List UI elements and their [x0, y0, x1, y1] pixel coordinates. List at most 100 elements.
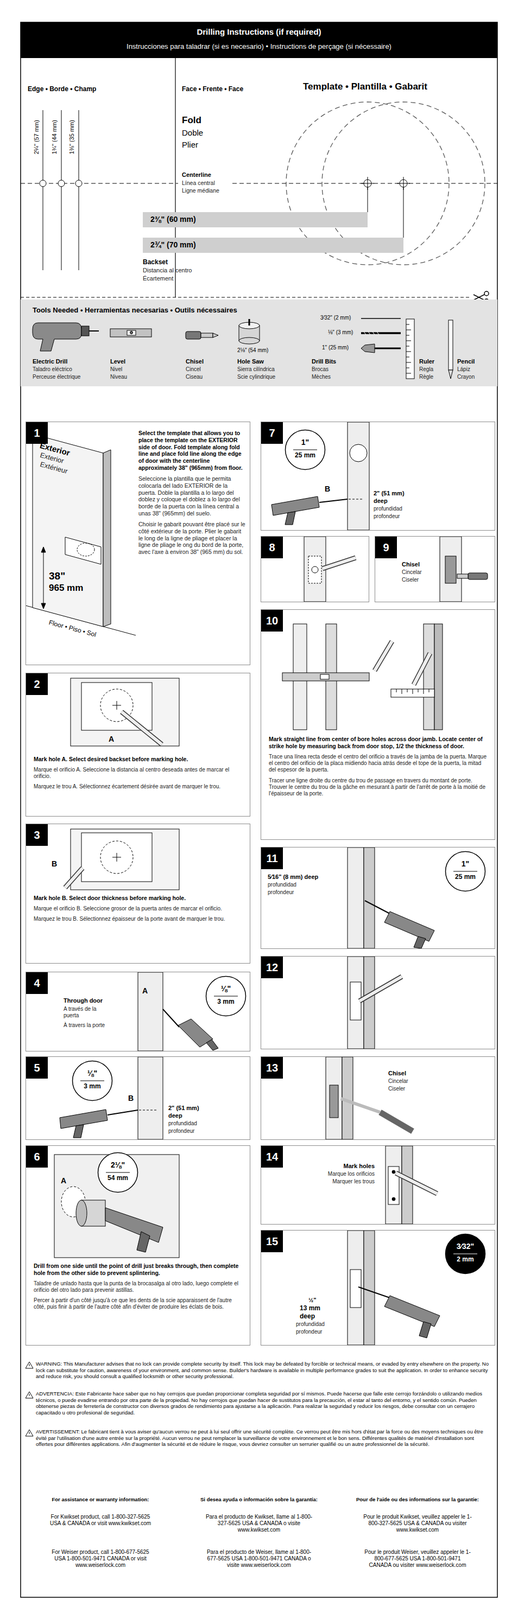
dimension-text: 1¾" (44 mm) — [50, 119, 58, 155]
drawn-part — [130, 331, 134, 335]
drawn-part — [468, 573, 488, 580]
drawn-part — [384, 1296, 440, 1328]
drawn-part — [127, 330, 136, 336]
step-number: 12 — [261, 957, 283, 979]
label-text: Mèches — [311, 374, 331, 381]
label-text: Sierra cilíndrica — [237, 366, 275, 374]
drawn-part — [32, 434, 104, 628]
step-panel: 13 — [260, 1057, 496, 1141]
hole-saw-icon — [238, 319, 260, 345]
drawn-part — [200, 333, 213, 338]
step-number: 10 — [261, 610, 283, 633]
dimension-text: 38" — [48, 570, 66, 583]
dimension-text: 2⅜" (60 mm) — [150, 215, 197, 225]
circle-shape — [206, 977, 246, 1017]
tool-name: Chisel — [185, 358, 204, 366]
drawn-part — [473, 294, 485, 301]
label-text: Marquer les trous — [282, 1179, 375, 1186]
label-text: A través de la puerta — [63, 1006, 107, 1020]
dimension-text: ⅛" — [71, 1069, 113, 1079]
step-text: Drill from one side until the point of d… — [33, 1263, 244, 1278]
label-text: deep — [373, 497, 388, 505]
drawn-part — [380, 1113, 413, 1133]
subtitle: Instrucciones para taladrar (si es neces… — [20, 42, 498, 52]
contact-text: For Kwikset product, call 1-800-327-5625… — [46, 1514, 155, 1528]
drawn-part — [484, 291, 489, 296]
dimension-text: 2⅛" (54 mm) — [237, 347, 269, 355]
step-text: Select the template that allows you to p… — [138, 430, 246, 472]
drill-bit-icons — [361, 318, 401, 353]
drawn-part — [325, 1057, 343, 1141]
step-panel: 4⅛"3 mm — [25, 972, 251, 1053]
contact-text: Para el producto de Weiser, llame al 1-8… — [204, 1550, 314, 1571]
label-text: Doble — [181, 128, 204, 138]
pencil-icon — [448, 320, 453, 379]
contact-heading: Si desea ayuda o información sobre la ga… — [182, 1497, 336, 1505]
drawn-part — [322, 558, 356, 570]
dimension-text: 2 mm — [444, 1256, 486, 1265]
label-text: Plier — [181, 140, 199, 150]
label-text: profondeur — [295, 1329, 322, 1337]
dimension-text: 54 mm — [97, 1175, 139, 1184]
warning-text: WARNING: This Manufacturer advises that … — [35, 1361, 491, 1381]
step-panel: 8 — [260, 536, 370, 603]
level-icon — [110, 329, 152, 338]
dimension-circle: 1"25 mm — [444, 851, 486, 893]
step-text: Choisir le gabarit pouvant être placé su… — [138, 521, 246, 557]
drawn-part — [41, 547, 46, 553]
step-number: 1 — [26, 422, 48, 445]
circle-shape — [285, 430, 326, 471]
drawn-part — [395, 1173, 438, 1195]
drawn-part — [308, 556, 322, 584]
tool-name: Level — [110, 358, 126, 366]
hole-letter: B — [128, 1094, 134, 1104]
step-text: Trace una línea recta desde el centro de… — [268, 754, 489, 775]
dimension-text: 5⁄16" (8 mm) deep — [267, 874, 319, 882]
drawn-part — [232, 183, 498, 185]
drawn-part — [81, 833, 153, 883]
contact-text: Para el producto de Kwikset, llame al 1-… — [204, 1514, 314, 1535]
page-title: Drilling Instructions (if required) — [20, 27, 498, 37]
drawn-part — [162, 1009, 180, 1028]
label-text: Nivel — [110, 366, 123, 374]
label-text: Ciseler — [388, 1086, 406, 1094]
backset-bar: 2⅜" (60 mm) — [142, 212, 368, 228]
tools-panel: Tools Needed • Herramientas necesarias •… — [20, 299, 498, 387]
drawn-part — [419, 1322, 432, 1339]
drawn-part — [39, 180, 47, 187]
tool-name: Drill Bits — [311, 358, 337, 366]
tools-ground — [20, 299, 498, 387]
step-text: Mark hole A. Select desired backset befo… — [33, 756, 244, 764]
dimension-rule — [213, 996, 238, 998]
dimension-text: 2¼" (57 mm) — [32, 119, 40, 155]
drawn-part — [65, 868, 83, 889]
step-panel: 153⁄32"2 mm — [260, 1230, 496, 1347]
label-text: profondeur — [168, 1128, 195, 1136]
dimension-rule — [105, 1173, 130, 1174]
contact-heading: Pour de l'aide ou des informations sur l… — [341, 1497, 494, 1505]
section-heading: Face • Frente • Face — [181, 85, 244, 94]
edge-lines — [42, 110, 79, 271]
label-text: profundidad — [295, 1322, 325, 1329]
drawn-part — [363, 848, 375, 950]
step-number: 4 — [26, 973, 48, 995]
drawn-part — [319, 499, 348, 503]
drawn-part — [413, 653, 431, 686]
drawn-part — [374, 641, 393, 672]
drawn-part — [139, 1110, 158, 1112]
step-text: Mark straight line from center of bore h… — [268, 736, 489, 751]
label-text: profundidad — [373, 506, 403, 513]
drawn-part — [61, 110, 62, 271]
drawn-part — [363, 331, 379, 336]
drawn-part — [121, 712, 162, 745]
drawn-part — [406, 324, 412, 374]
drawn-part — [340, 1099, 381, 1114]
drawn-part — [361, 332, 401, 335]
dimension-rule — [80, 1081, 105, 1083]
drill-icon — [32, 323, 99, 352]
section-heading: Template • Plantilla • Gabarit — [302, 81, 428, 93]
step-text: Marque el orificio A. Seleccione la dist… — [33, 767, 244, 781]
label-text: Marque los orificios — [282, 1171, 375, 1179]
dimension-text: 2¾" (70 mm) — [150, 240, 197, 250]
